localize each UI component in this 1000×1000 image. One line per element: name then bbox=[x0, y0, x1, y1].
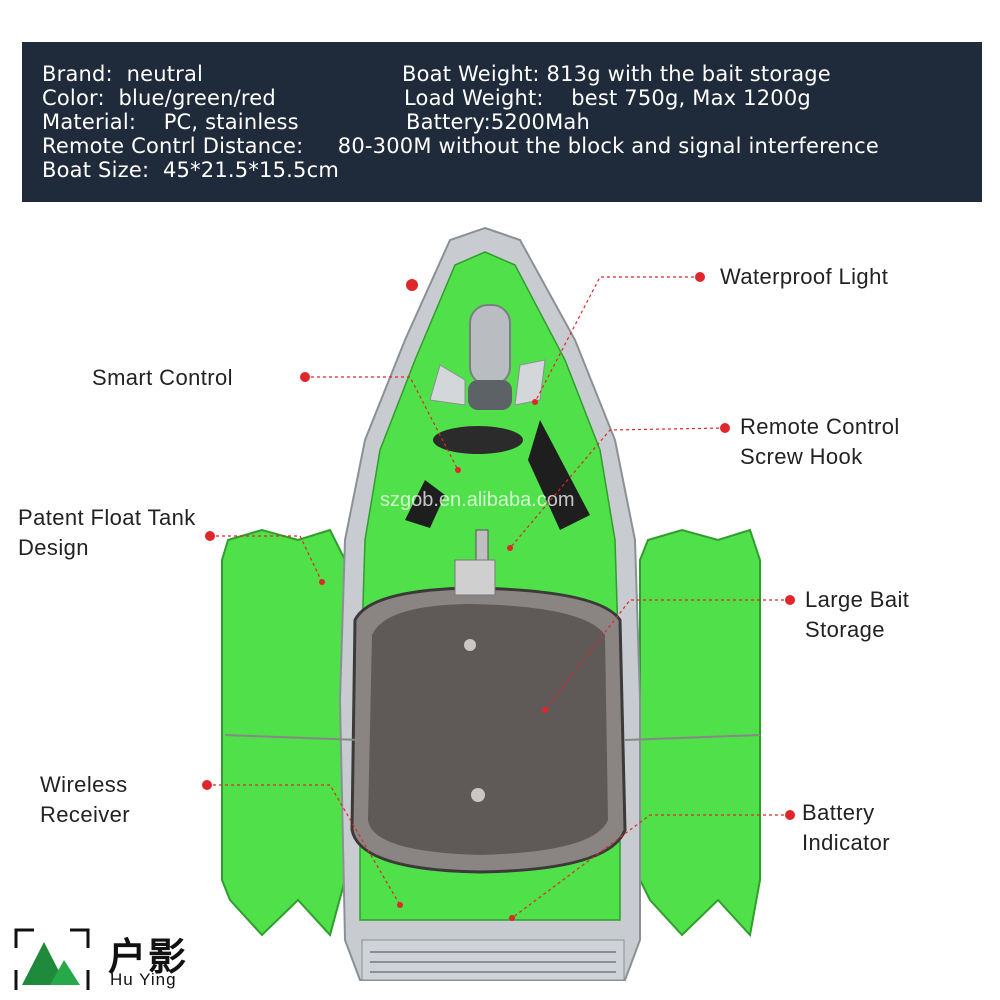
left-float-tank bbox=[221, 528, 346, 938]
spec-material: Material: PC, stainless bbox=[42, 110, 299, 134]
callout-bait-storage: Large Bait Storage bbox=[805, 587, 910, 642]
right-float-tank bbox=[639, 528, 761, 938]
left-vent bbox=[405, 480, 445, 528]
rear-grille bbox=[361, 939, 625, 981]
spec-load-weight: Load Weight: best 750g, Max 1200g bbox=[404, 86, 811, 110]
right-strap bbox=[624, 734, 761, 741]
huying-logo-icon bbox=[14, 928, 90, 990]
callout-wireless-receiver: Wireless Receiver bbox=[40, 772, 131, 827]
hook-plate bbox=[454, 559, 496, 596]
spec-boat-weight: Boat Weight: 813g with the bait storage bbox=[402, 62, 831, 86]
callout-leaders bbox=[207, 276, 790, 919]
red-indicator-light bbox=[406, 279, 418, 291]
screw-hook bbox=[475, 529, 489, 561]
spec-color: Color: blue/green/red bbox=[42, 86, 276, 110]
logo-text-en: Hu Ying bbox=[110, 970, 177, 989]
logo-text-cn: 户影 bbox=[108, 935, 189, 979]
tray-screw-bottom bbox=[471, 788, 485, 802]
watermark: szgob.en.alibaba.com bbox=[380, 489, 575, 511]
left-strap bbox=[224, 734, 361, 741]
deck-badge bbox=[433, 426, 523, 454]
spec-panel: Brand: neutral Color: blue/green/red Mat… bbox=[22, 42, 982, 202]
spec-boat-size: Boat Size: 45*21.5*15.5cm bbox=[42, 158, 340, 182]
spec-battery: Battery:5200Mah bbox=[406, 110, 591, 134]
callout-waterproof-light: Waterproof Light bbox=[720, 264, 889, 289]
bait-storage-inner bbox=[368, 604, 608, 855]
callout-smart-control: Smart Control bbox=[92, 365, 233, 390]
spec-brand: Brand: neutral bbox=[42, 62, 204, 86]
callout-float-tank: Patent Float Tank Design bbox=[18, 505, 196, 560]
waterproof-light bbox=[429, 304, 546, 410]
callout-battery-indicator: Battery Indicator bbox=[802, 800, 890, 855]
callout-dots bbox=[202, 272, 795, 921]
spec-remote-distance: Remote Contrl Distance: 80-300M without … bbox=[42, 134, 879, 158]
callout-remote-screw-hook: Remote Control Screw Hook bbox=[740, 414, 900, 469]
tray-screw-top bbox=[464, 639, 476, 651]
right-vent bbox=[528, 420, 590, 530]
